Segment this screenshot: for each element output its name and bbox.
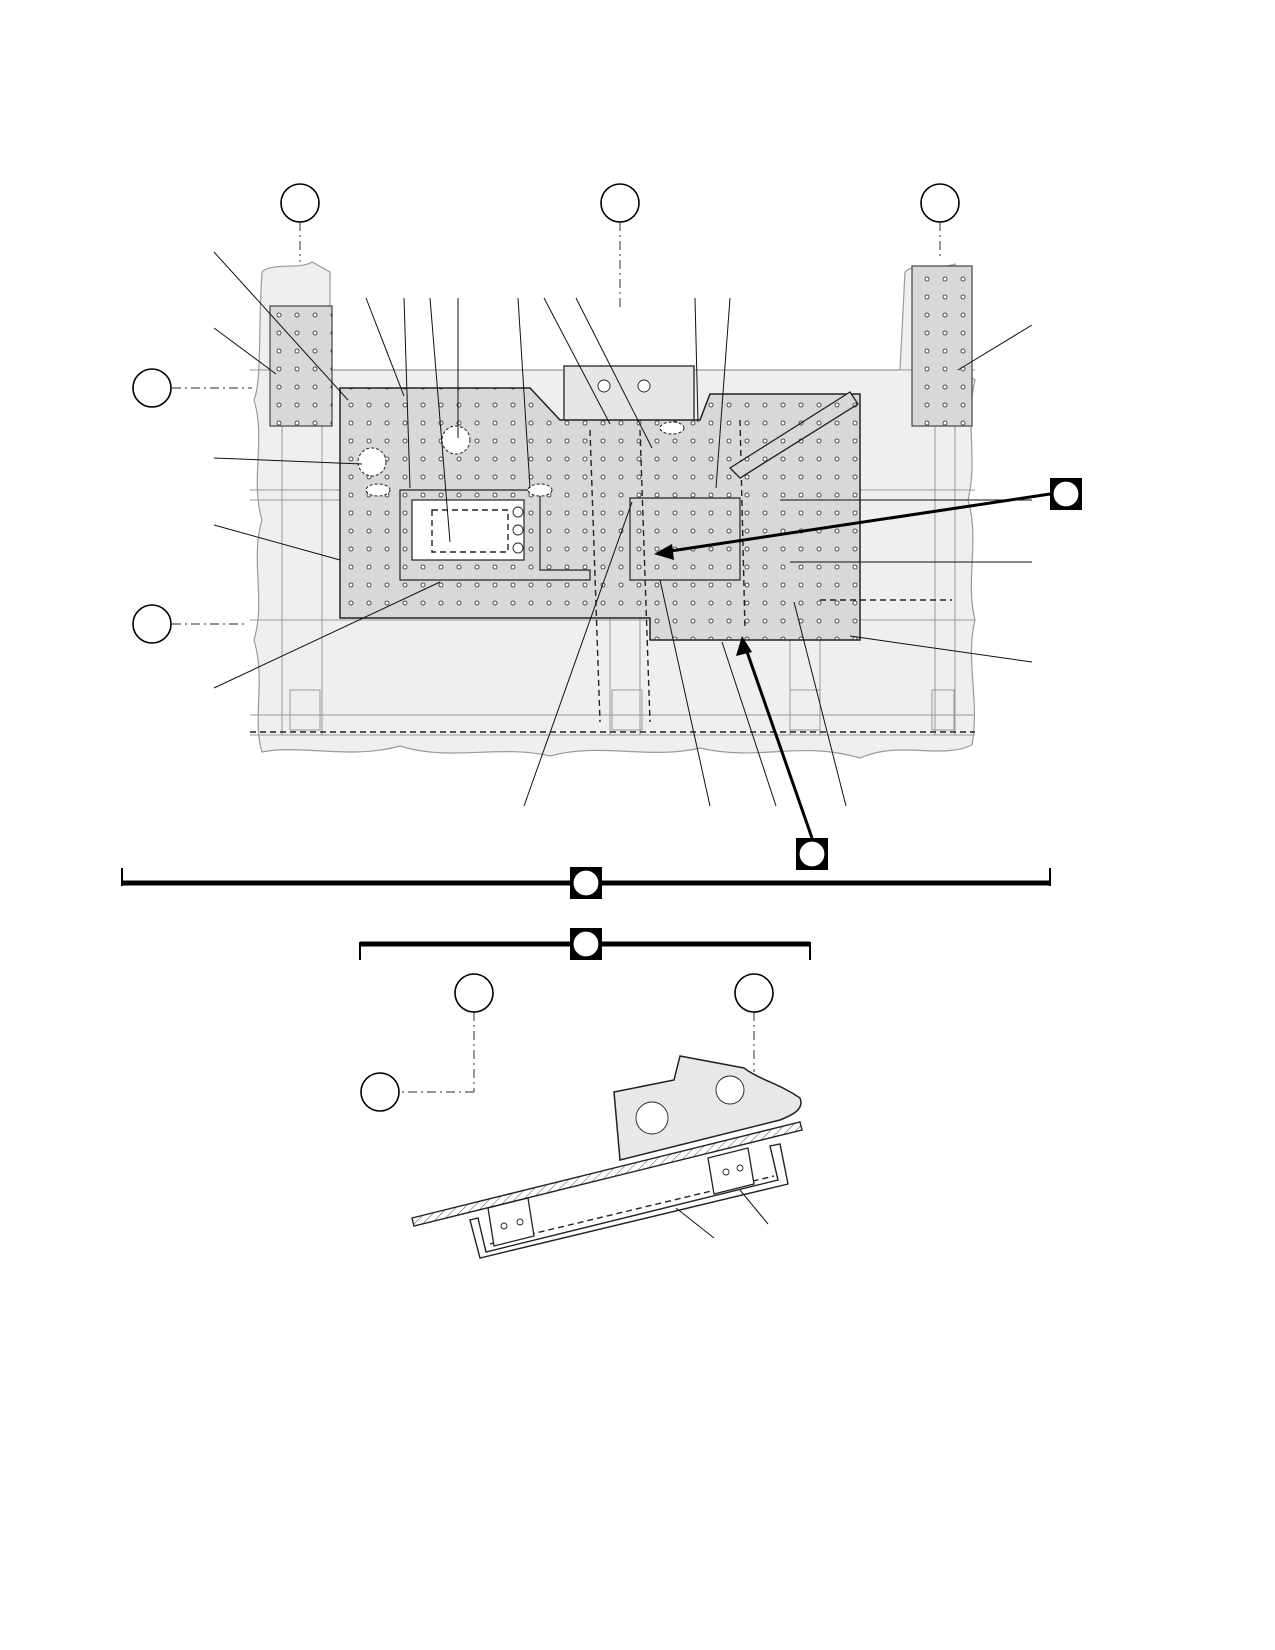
main-skin-panel	[339, 387, 861, 641]
detail-locator-callouts	[360, 973, 774, 1112]
detail-callout-upper-right	[734, 973, 774, 1013]
detail-channel	[469, 1143, 789, 1259]
main-view	[132, 183, 1082, 870]
locator-callout-left-lower	[132, 604, 172, 644]
locator-callout-top-right	[920, 183, 960, 223]
locator-leaders	[172, 222, 941, 625]
top-fitting	[563, 365, 695, 425]
detail-callout-left	[360, 1072, 400, 1112]
leader-lines	[213, 251, 1033, 807]
index-callout-bottom	[796, 838, 828, 870]
detail-skin	[411, 1121, 803, 1227]
detail-clip-right	[707, 1147, 755, 1195]
access-box-dashed	[431, 509, 509, 553]
diagonal-strap	[728, 391, 859, 479]
detail-callout-upper-left	[454, 973, 494, 1013]
locator-callout-top-left	[280, 183, 320, 223]
main-index-callouts	[796, 478, 1082, 870]
index-arrows	[654, 492, 1051, 839]
access-box	[411, 499, 525, 561]
detail-fitting-lug	[613, 1055, 802, 1161]
section-bar-long	[121, 867, 1051, 899]
main-locator-callouts	[132, 183, 960, 644]
right-doubler	[911, 265, 973, 427]
nut-plates	[357, 421, 685, 497]
detail-view	[360, 973, 803, 1259]
detail-clip-left	[487, 1197, 535, 1247]
locator-callout-top-center	[600, 183, 640, 223]
section-bar-short	[359, 928, 811, 960]
locator-callout-left-upper	[132, 368, 172, 408]
inner-panel-2	[629, 497, 741, 581]
index-callout-right	[1050, 478, 1082, 510]
